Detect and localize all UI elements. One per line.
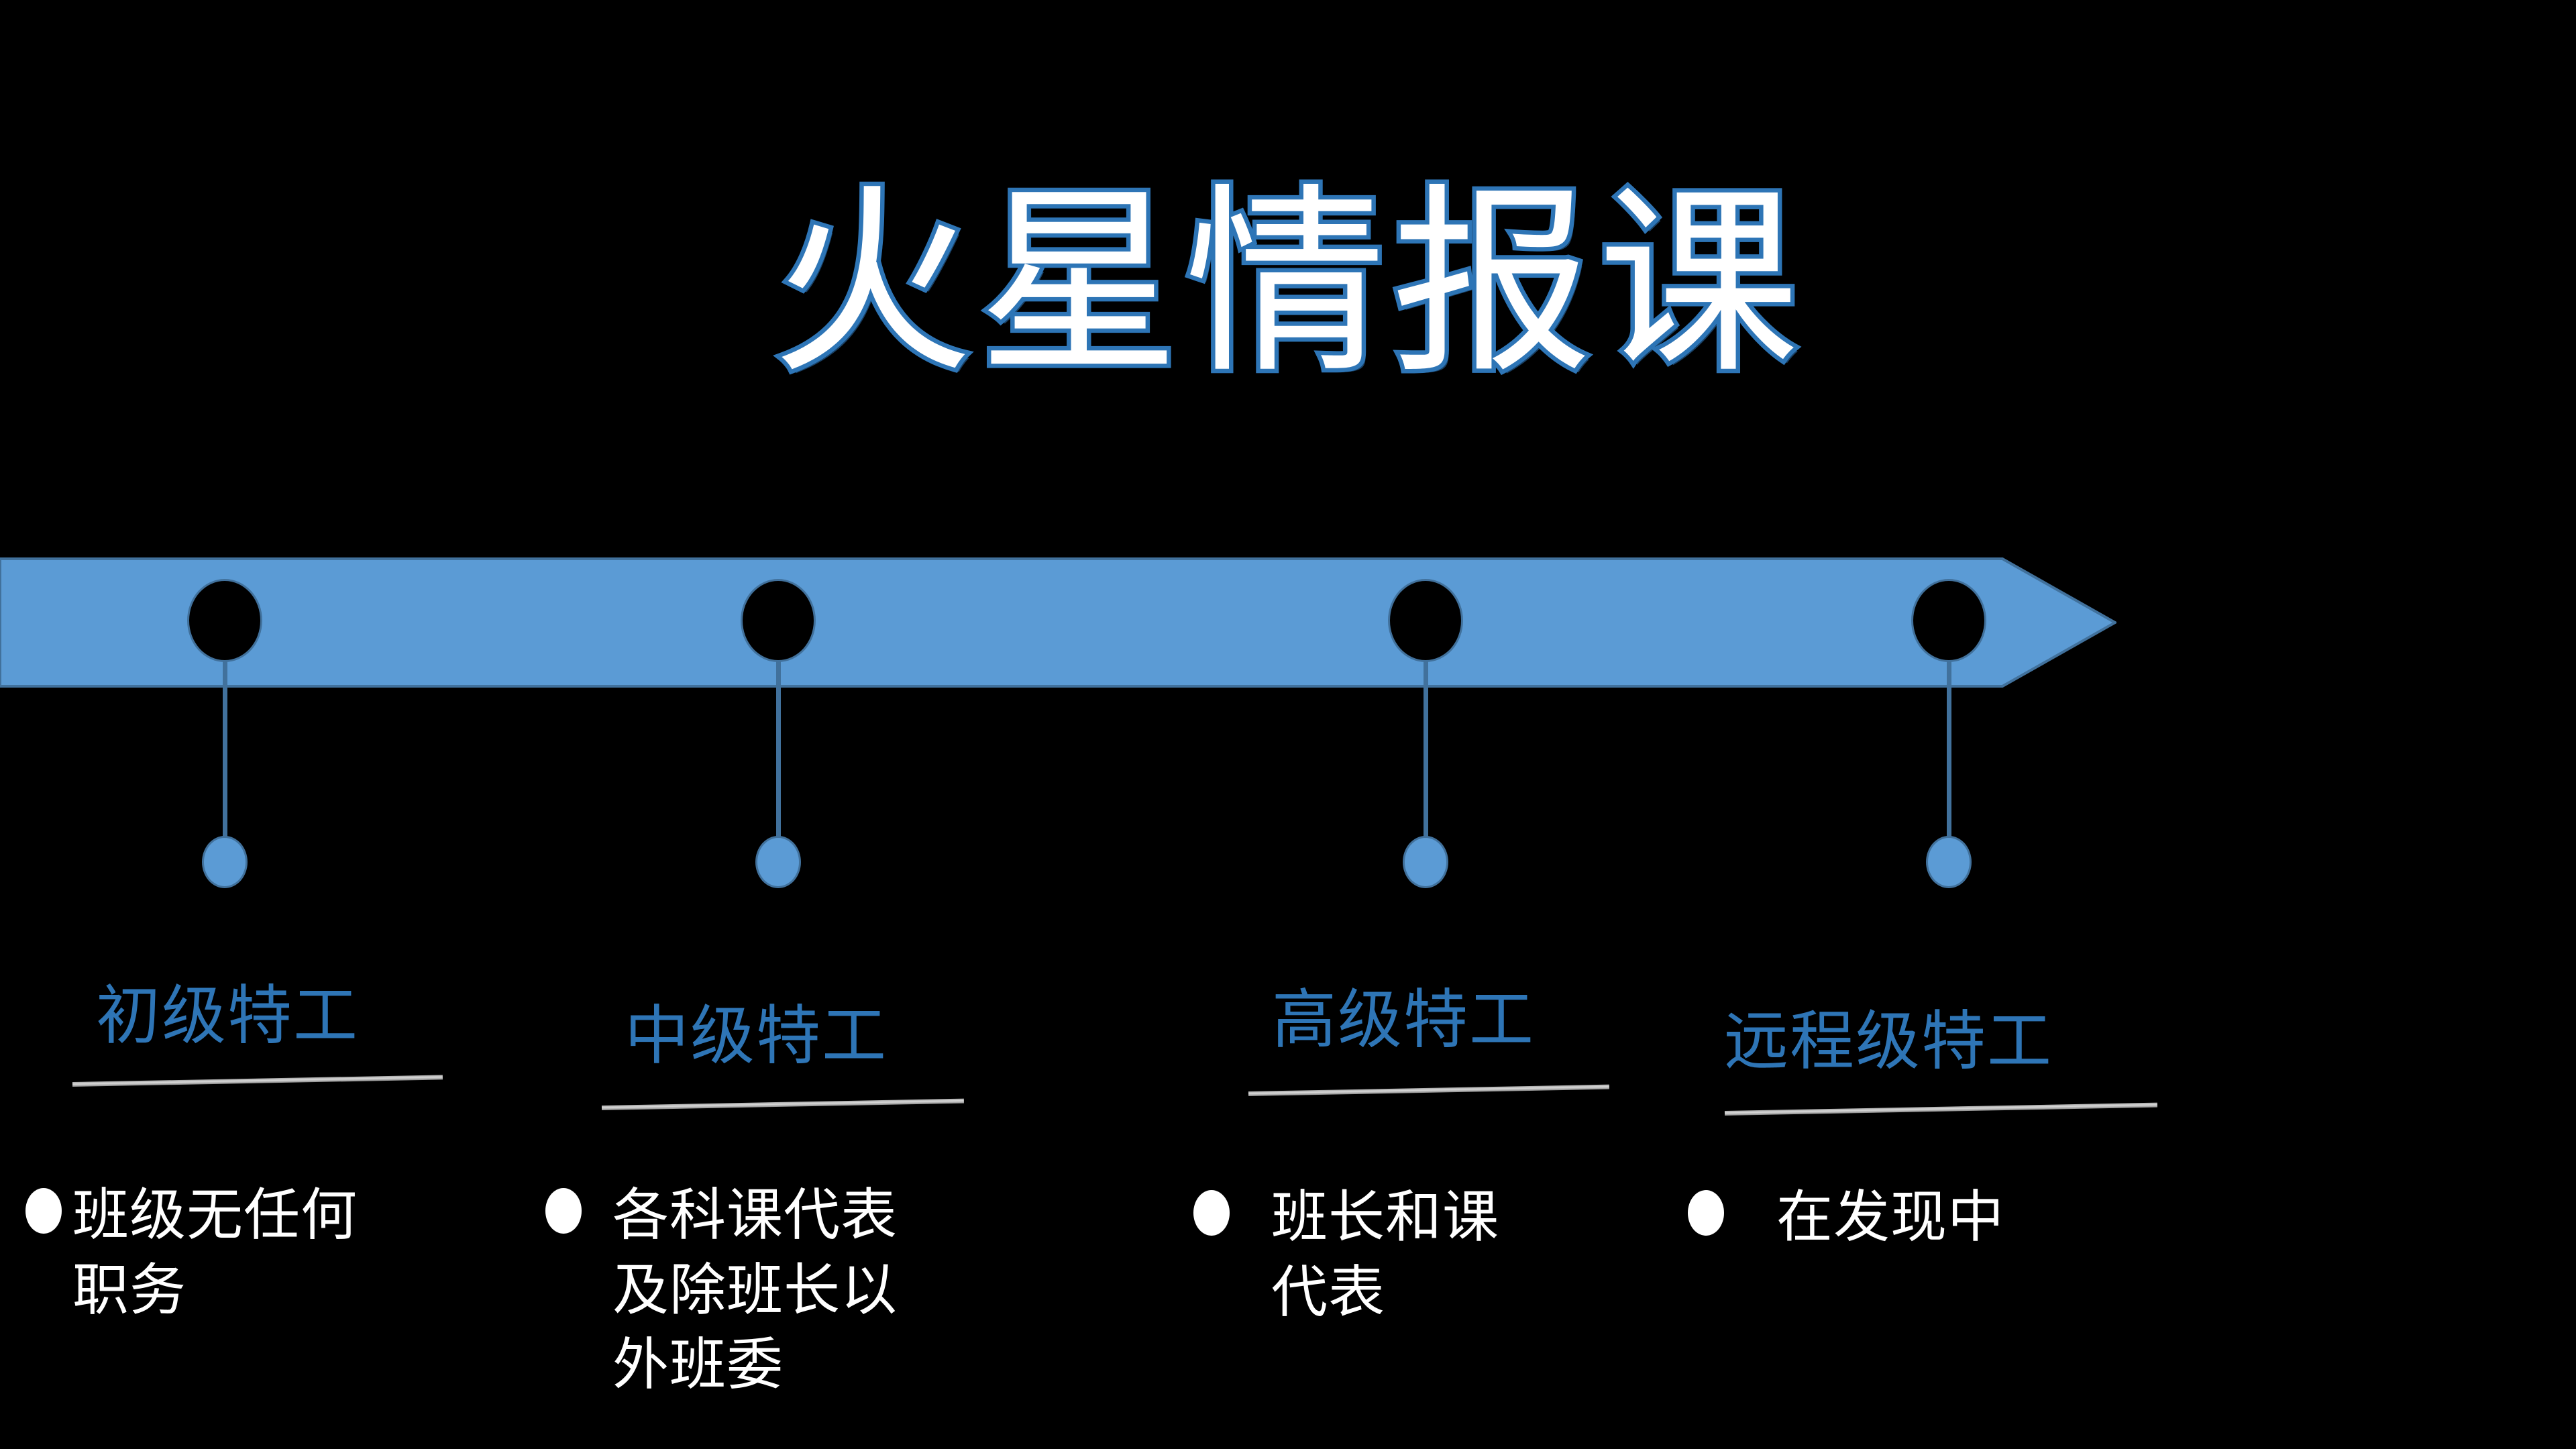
stage-heading-2: 中级特工 <box>625 1000 888 1072</box>
node-dot-4[interactable] <box>1926 836 1972 888</box>
bullet-dot-icon <box>1688 1190 1724 1236</box>
stage-underline-3 <box>1248 1084 1609 1096</box>
node-dot-1[interactable] <box>202 836 248 888</box>
node-stem-1 <box>223 661 227 841</box>
stage-body-2: 各科课代表 及除班长以 外班委 <box>612 1185 898 1397</box>
stage-underline-4 <box>1724 1102 2157 1116</box>
node-dot-3[interactable] <box>1403 836 1448 888</box>
node-stem-4 <box>1947 661 1951 841</box>
arrow-shape <box>0 557 2116 688</box>
stage-underline-2 <box>601 1098 964 1110</box>
stage-bullet-2: 各科课代表 及除班长以 外班委 <box>545 1179 988 1403</box>
stage-underline-1 <box>72 1075 443 1087</box>
node-marker-4[interactable] <box>1911 579 1986 662</box>
bullet-dot-icon <box>25 1188 62 1234</box>
node-marker-3[interactable] <box>1388 579 1463 662</box>
bullet-dot-icon <box>545 1188 582 1234</box>
node-stem-2 <box>776 661 781 841</box>
stage-body-1: 班级无任何 职务 <box>72 1185 358 1322</box>
node-stem-3 <box>1424 661 1428 841</box>
stage-body-4: 在发现中 <box>1776 1187 2005 1249</box>
bullet-dot-icon <box>1193 1190 1230 1236</box>
page-title: 火星情报课 <box>767 174 1805 396</box>
stage-bullet-1: 班级无任何 职务 <box>25 1179 455 1328</box>
stage-bullet-4: 在发现中 <box>1688 1181 2124 1256</box>
stage-heading-4: 远程级特工 <box>1724 1006 2053 1077</box>
stage-bullet-3: 班长和课 代表 <box>1193 1181 1629 1330</box>
node-marker-1[interactable] <box>187 579 262 662</box>
node-marker-2[interactable] <box>741 579 816 662</box>
node-dot-2[interactable] <box>755 836 801 888</box>
timeline-arrow <box>0 557 2116 688</box>
stage-body-3: 班长和课 代表 <box>1271 1187 1500 1324</box>
stage-heading-1: 初级特工 <box>96 980 359 1052</box>
stage-heading-3: 高级特工 <box>1272 984 1535 1056</box>
